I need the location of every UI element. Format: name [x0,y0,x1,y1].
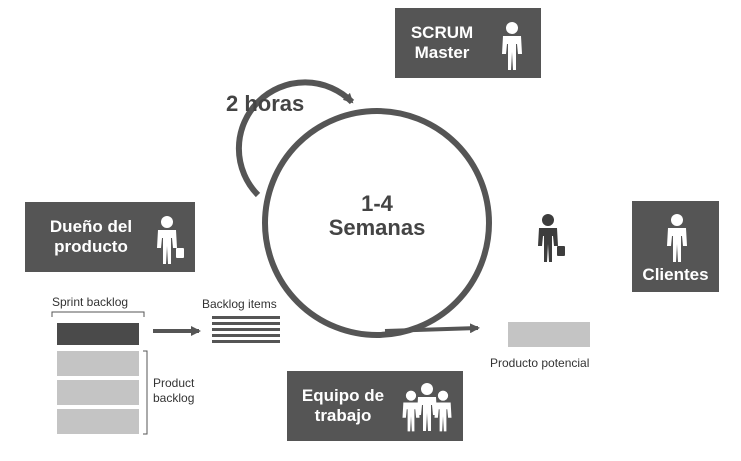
customers-label: Clientes [642,265,709,284]
sprint-output-arrow [384,323,480,334]
potential-product-label: Producto potencial [490,356,590,370]
product-backlog-label-line2: backlog [153,391,195,405]
product-backlog-block [57,351,139,376]
product-owner-label: Dueño del producto [32,217,150,257]
scrum-master-label-line2: Master [414,43,470,62]
sprint-length-unit: Semanas [328,215,426,240]
product-backlog-label: Product backlog [153,376,194,406]
daily-cycle-arrow [235,79,355,198]
product-backlog-label-line1: Product [153,376,195,390]
product-owner-label-line1: Dueño del [49,217,133,236]
team-label-line1: Equipo de [301,386,385,405]
daily-cycle-label: 2 horas [226,91,305,116]
product-backlog-block [57,380,139,405]
sprint-cycle-ring [262,108,492,338]
sprint-length-label: 1-4 Semanas [312,192,442,240]
backlog-items-stack [212,316,280,343]
person-briefcase-icon [157,216,184,264]
team-label: Equipo de trabajo [293,386,393,426]
product-backlog-block [57,409,139,434]
backlog-items-label: Backlog items [202,297,277,311]
sprint-backlog-block [57,323,139,345]
scrum-master-label-line1: SCRUM [410,23,474,42]
product-backlog-bracket [143,350,148,435]
potential-product-block [508,322,590,347]
sprint-length-range: 1-4 [361,191,393,216]
sprint-backlog-bracket [51,311,145,317]
sprint-backlog-label: Sprint backlog [52,295,129,309]
product-owner-label-line2: producto [54,237,128,256]
team-label-line2: trabajo [314,406,372,425]
scrum-master-label: SCRUM Master [402,23,482,63]
person-briefcase-icon [538,214,565,262]
